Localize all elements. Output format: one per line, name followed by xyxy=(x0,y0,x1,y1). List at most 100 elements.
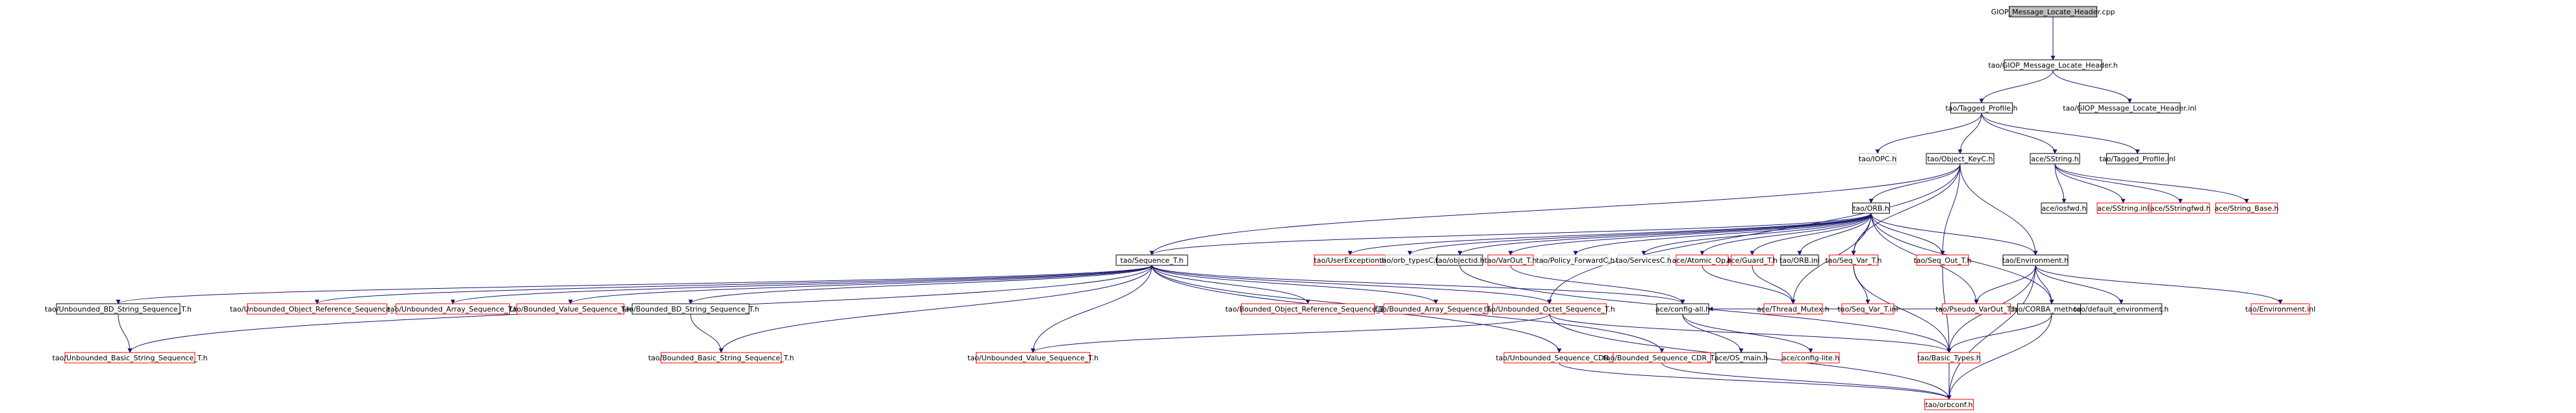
node-box-configlite[interactable] xyxy=(1781,352,1840,364)
node-box-orbtypes[interactable] xyxy=(1385,254,1435,266)
node-bbasicstr[interactable]: tao/Bounded_Basic_String_Sequence_T.h xyxy=(648,352,795,364)
node-box-thrmutex[interactable] xyxy=(1763,303,1823,315)
node-box-seqvarinl[interactable] xyxy=(1841,303,1894,315)
node-atomic[interactable]: ace/Atomic_Op.h xyxy=(1672,254,1733,266)
node-uoct[interactable]: tao/Unbounded_Octet_Sequence_T.h xyxy=(1484,303,1615,315)
node-box-sstringinl[interactable] xyxy=(2097,202,2150,214)
node-box-ubdstr[interactable] xyxy=(56,303,181,315)
node-userex[interactable]: tao/UserException.h xyxy=(1314,254,1386,266)
node-uobjref[interactable]: tao/Unbounded_Object_Reference_Sequence_… xyxy=(230,303,404,315)
node-box-uoct[interactable] xyxy=(1492,303,1607,315)
node-seqout[interactable]: tao/Seq_Out_T.h xyxy=(1913,254,1972,266)
node-box-configall[interactable] xyxy=(1656,303,1709,315)
node-objectid[interactable]: tao/objectid.h xyxy=(1435,254,1485,266)
node-box-uval[interactable] xyxy=(976,352,1090,364)
node-box-seqt[interactable] xyxy=(1116,254,1188,266)
node-seqvarinl[interactable]: tao/Seq_Var_T.inl xyxy=(1837,303,1898,315)
node-seqt[interactable]: tao/Sequence_T.h xyxy=(1116,254,1188,266)
node-ubdstr[interactable]: tao/Unbounded_BD_String_Sequence_T.h xyxy=(45,303,192,315)
node-configlite[interactable]: ace/config-lite.h xyxy=(1781,352,1840,364)
node-box-guard[interactable] xyxy=(1731,254,1774,266)
node-box-iopc[interactable] xyxy=(1859,153,1896,165)
node-corbam[interactable]: tao/CORBA_methods.h xyxy=(2011,303,2093,315)
node-root[interactable]: GIOP_Message_Locate_Header.cpp xyxy=(1991,6,2115,18)
node-box-ubasicstr[interactable] xyxy=(64,352,196,364)
node-box-bobjref[interactable] xyxy=(1241,303,1375,315)
node-box-policyfwd[interactable] xyxy=(1542,254,1609,266)
node-configall[interactable]: ace/config-all.h xyxy=(1655,303,1710,315)
node-box-iosfwd[interactable] xyxy=(2041,202,2087,214)
node-tpi[interactable]: tao/Tagged_Profile.inl xyxy=(2099,153,2176,165)
node-varout[interactable]: tao/VarOut_T.h xyxy=(1485,254,1537,266)
node-gmlhi[interactable]: tao/GIOP_Message_Locate_Header.inl xyxy=(2063,102,2197,114)
node-sstring[interactable]: ace/SString.h xyxy=(2030,153,2080,165)
node-box-sstringfwd[interactable] xyxy=(2150,202,2210,214)
node-box-orb[interactable] xyxy=(1852,202,1890,214)
node-box-barr[interactable] xyxy=(1383,303,1488,315)
node-osmain[interactable]: ace/OS_main.h xyxy=(1715,352,1768,364)
node-box-uarr[interactable] xyxy=(396,303,510,315)
node-uarr[interactable]: tao/Unbounded_Array_Sequence_T.h xyxy=(387,303,518,315)
node-guard[interactable]: ace/Guard_T.h xyxy=(1727,254,1778,266)
node-box-osmain[interactable] xyxy=(1715,352,1767,364)
node-box-orbconf[interactable] xyxy=(1924,399,1974,410)
node-box-orbinl[interactable] xyxy=(1780,254,1819,266)
node-iopc[interactable]: tao/IOPC.h xyxy=(1859,153,1896,165)
node-useqcdr[interactable]: tao/Unbounded_Sequence_CDR_T.h xyxy=(1496,352,1623,364)
node-services[interactable]: tao/ServicesC.h xyxy=(1616,254,1672,266)
node-iosfwd[interactable]: ace/iosfwd.h xyxy=(2041,202,2087,214)
node-policyfwd[interactable]: tao/Policy_ForwardC.h xyxy=(1536,254,1615,266)
node-orbconf[interactable]: tao/orbconf.h xyxy=(1924,399,1974,410)
node-box-services[interactable] xyxy=(1617,254,1670,266)
node-box-basictypes[interactable] xyxy=(1918,352,1980,364)
node-defenv[interactable]: tao/default_environment.h xyxy=(2074,303,2169,315)
node-box-bbasicstr[interactable] xyxy=(661,352,782,364)
node-orb[interactable]: tao/ORB.h xyxy=(1852,202,1890,214)
node-uval[interactable]: tao/Unbounded_Value_Sequence_T.h xyxy=(967,352,1099,364)
node-box-sstring[interactable] xyxy=(2030,153,2080,165)
node-box-objkey[interactable] xyxy=(1926,153,1995,165)
node-box-tp[interactable] xyxy=(1950,102,2013,114)
node-label-seqvarinl: tao/Seq_Var_T.inl xyxy=(1837,305,1898,313)
node-box-uobjref[interactable] xyxy=(247,303,387,315)
node-box-objectid[interactable] xyxy=(1436,254,1483,266)
node-box-bval[interactable] xyxy=(516,303,624,315)
edge-orb-to-seqout xyxy=(1870,213,1945,256)
node-box-varout[interactable] xyxy=(1487,254,1534,266)
node-box-atomic[interactable] xyxy=(1676,254,1729,266)
node-seqvar[interactable]: tao/Seq_Var_T.h xyxy=(1825,254,1882,266)
node-box-bseqcdr[interactable] xyxy=(1613,352,1711,364)
node-label-seqvar: tao/Seq_Var_T.h xyxy=(1825,256,1881,265)
node-bval[interactable]: tao/Bounded_Value_Sequence_T.h xyxy=(509,303,631,315)
node-orbtypes[interactable]: tao/orb_typesC.h xyxy=(1379,254,1440,266)
node-bbdstr[interactable]: tao/Bounded_BD_String_Sequence_T.h xyxy=(622,303,759,315)
node-box-gmlhi[interactable] xyxy=(2079,102,2180,114)
node-box-seqout[interactable] xyxy=(1916,254,1969,266)
node-basictypes[interactable]: tao/Basic_Types.h xyxy=(1917,352,1981,364)
node-barr[interactable]: tao/Bounded_Array_Sequence_T.h xyxy=(1375,303,1497,315)
node-bseqcdr[interactable]: tao/Bounded_Sequence_CDR_T.h xyxy=(1603,352,1721,364)
node-box-root[interactable] xyxy=(2009,6,2097,18)
node-box-strbase[interactable] xyxy=(2215,202,2278,214)
node-sstringinl[interactable]: ace/SString.inl xyxy=(2097,202,2150,214)
node-objkey[interactable]: tao/Object_KeyC.h xyxy=(1926,153,1995,165)
node-box-seqvar[interactable] xyxy=(1829,254,1878,266)
node-box-gmlh[interactable] xyxy=(2004,59,2102,71)
node-bobjref[interactable]: tao/Bounded_Object_Reference_Sequence_T.… xyxy=(1225,303,1390,315)
node-box-envinl[interactable] xyxy=(2251,303,2310,315)
node-box-bbdstr[interactable] xyxy=(631,303,750,315)
node-box-env[interactable] xyxy=(2002,254,2069,266)
node-box-pseudovar[interactable] xyxy=(1942,303,2011,315)
node-ubasicstr[interactable]: tao/Unbounded_Basic_String_Sequence_T.h xyxy=(53,352,208,364)
node-gmlh[interactable]: tao/GIOP_Message_Locate_Header.h xyxy=(1988,59,2118,71)
node-strbase[interactable]: ace/String_Base.h xyxy=(2215,202,2279,214)
node-tp[interactable]: tao/Tagged_Profile.h xyxy=(1945,102,2018,114)
node-sstringfwd[interactable]: ace/SStringfwd.h xyxy=(2150,202,2211,214)
node-thrmutex[interactable]: ace/Thread_Mutex.h xyxy=(1757,303,1830,315)
node-box-tpi[interactable] xyxy=(2106,153,2169,165)
node-env[interactable]: tao/Environment.h xyxy=(2002,254,2069,266)
node-box-defenv[interactable] xyxy=(2080,303,2162,315)
node-orbinl[interactable]: tao/ORB.inl xyxy=(1779,254,1820,266)
node-pseudovar[interactable]: tao/Pseudo_VarOut_T.h xyxy=(1935,303,2017,315)
node-envinl[interactable]: tao/Environment.inl xyxy=(2245,303,2315,315)
